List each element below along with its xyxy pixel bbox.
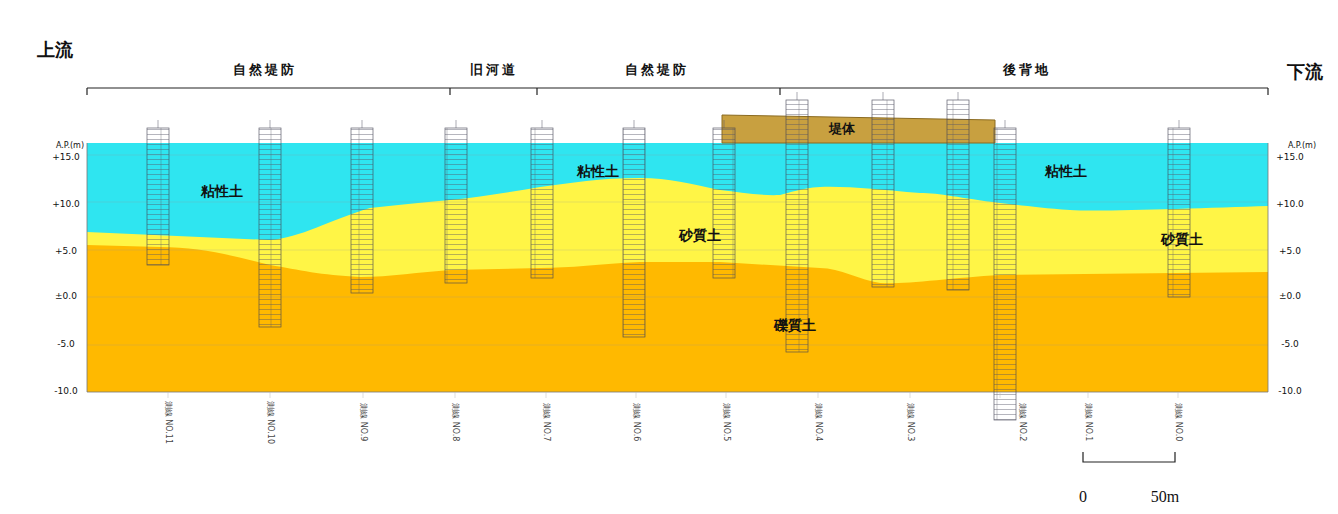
- axis-tick: +10.0: [52, 200, 80, 210]
- survey-line: 測線 NO.3: [906, 403, 915, 441]
- survey-line: 測線 NO.0: [1174, 403, 1183, 441]
- zone-label: 自然堤防: [233, 63, 297, 77]
- survey-line: 測線 NO.5: [722, 403, 731, 441]
- layer-label: 砂質土: [1161, 232, 1203, 247]
- axis-tick: +5.0: [1279, 247, 1301, 257]
- axis-unit: A.P.(m): [1288, 142, 1316, 151]
- end-label: 上流: [37, 40, 73, 60]
- layer-label: 堤体: [829, 122, 855, 136]
- zone-label: 自然堤防: [625, 63, 689, 77]
- axis-tick: +15.0: [52, 153, 80, 163]
- layer-label: 礫質土: [774, 318, 816, 333]
- survey-line: 測線 NO.4: [814, 403, 823, 441]
- layer-label: 粘性土: [201, 184, 243, 199]
- survey-line: 測線 NO.7: [542, 403, 551, 441]
- axis-tick: +10.0: [1276, 200, 1304, 210]
- zone-label: 後背地: [1003, 63, 1051, 77]
- end-label: 下流: [1287, 62, 1323, 82]
- axis-tick: -5.0: [57, 340, 75, 350]
- axis-tick: +5.0: [55, 247, 77, 257]
- axis-tick: ±0.0: [55, 292, 77, 302]
- survey-line: 測線 NO.6: [632, 403, 641, 441]
- axis-tick: ±0.0: [1279, 292, 1301, 302]
- scale-label: 0: [1079, 488, 1087, 506]
- layer-label: 粘性土: [577, 164, 619, 179]
- survey-line: 測線 NO.8: [451, 403, 460, 441]
- zone-label: 旧河道: [470, 63, 518, 77]
- axis-unit: A.P.(m): [56, 142, 84, 151]
- survey-line: 測線 NO.10: [266, 400, 275, 443]
- scale-label: 50m: [1151, 488, 1179, 506]
- axis-tick: +15.0: [1276, 153, 1304, 163]
- layer-label: 砂質土: [679, 228, 721, 243]
- axis-tick: -10.0: [54, 387, 77, 397]
- survey-line: 測線 NO.1: [1084, 403, 1093, 441]
- survey-line: 測線 NO.11: [164, 400, 173, 443]
- axis-tick: -5.0: [1281, 340, 1299, 350]
- survey-line: 測線 NO.9: [359, 403, 368, 441]
- axis-tick: -10.0: [1278, 387, 1301, 397]
- survey-line: 測線 NO.2: [1018, 403, 1027, 441]
- layer-label: 粘性土: [1045, 164, 1087, 179]
